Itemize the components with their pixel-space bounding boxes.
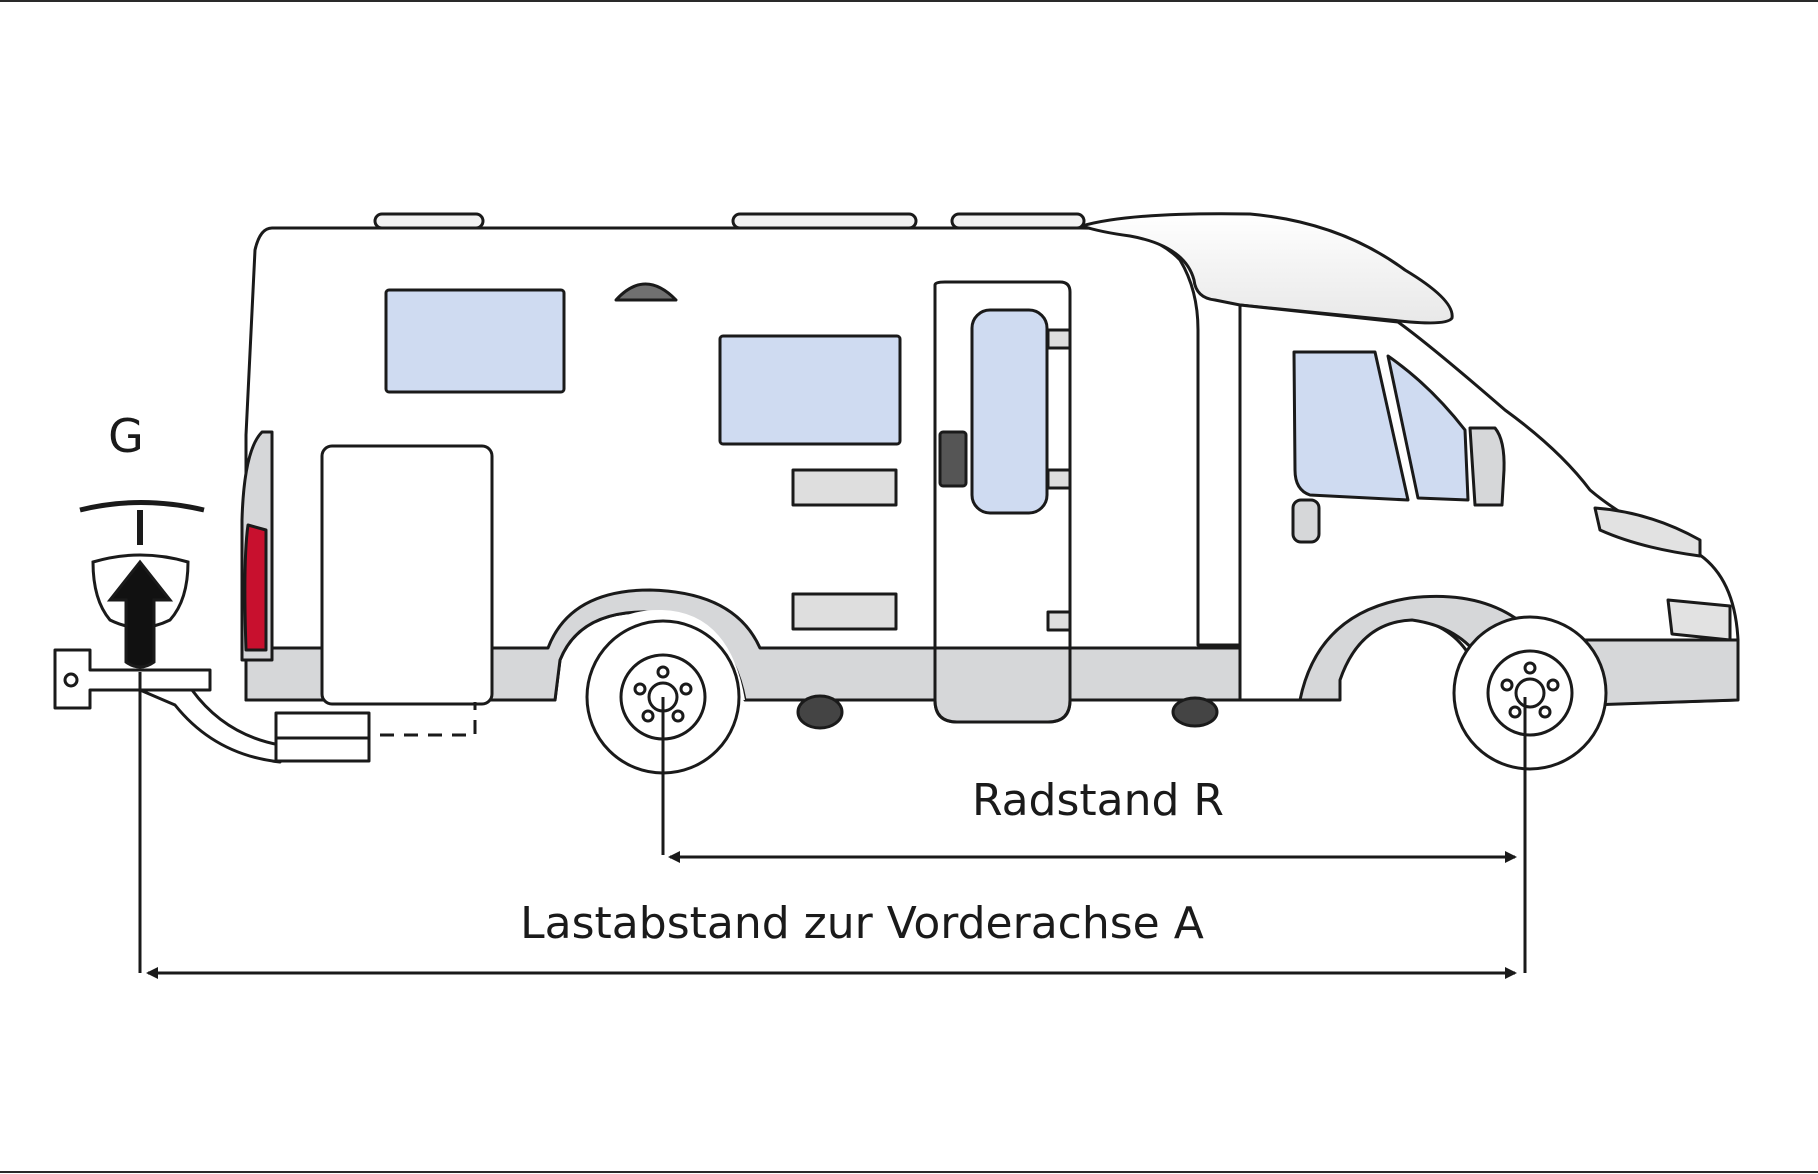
load-arrow [106, 559, 174, 669]
step-dashed [380, 702, 477, 737]
top-border-line [0, 0, 1818, 2]
cab-side-window [1292, 350, 1410, 502]
living-window [718, 334, 902, 446]
door-hinge [1046, 610, 1072, 632]
carrier-key [53, 648, 212, 710]
roof-vent [373, 212, 485, 230]
living-window [384, 288, 566, 394]
load-distance-label: Lastabstand zur Vorderachse A [520, 898, 1204, 949]
chassis-tank [796, 694, 844, 730]
side-vent [791, 592, 898, 631]
side-vent [791, 468, 898, 507]
headlight [1593, 506, 1702, 558]
wheelbase-label: Radstand R [972, 775, 1224, 826]
entry-door-lower [933, 646, 1072, 724]
windshield [1386, 354, 1470, 502]
side-mirror [1468, 426, 1506, 507]
bottom-border-line [0, 1171, 1818, 1173]
motorhome [53, 212, 1740, 775]
tail-light [243, 523, 268, 652]
door-handle [938, 430, 968, 488]
door-window [970, 308, 1049, 515]
chassis-tank [1171, 696, 1219, 728]
load-weight-bar [79, 500, 205, 513]
load-symbol-label: G [108, 409, 144, 463]
load-symbol [79, 500, 205, 669]
carrier-key-hole [63, 672, 79, 688]
dimension-lines [138, 672, 1527, 979]
front-wheel [1452, 615, 1608, 771]
alcove [1080, 212, 1454, 325]
front-grille [1666, 598, 1732, 642]
roof-light-dome [614, 282, 678, 302]
door-hinge [1046, 328, 1072, 350]
roof-vent [731, 212, 918, 230]
cab-door-handle [1291, 498, 1321, 544]
door-hinge [1046, 468, 1072, 490]
roof-vent [950, 212, 1086, 230]
garage-hatch [320, 444, 494, 706]
